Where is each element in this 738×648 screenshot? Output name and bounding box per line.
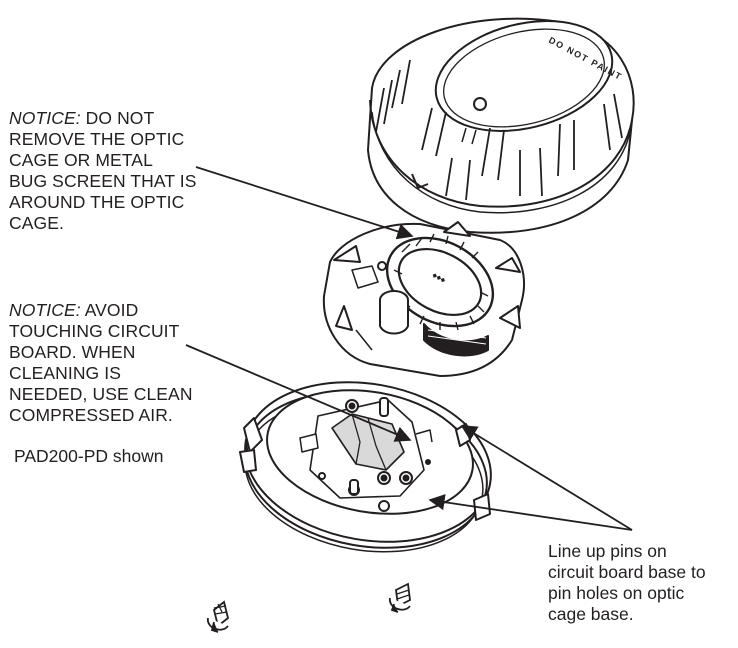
notice-label: NOTICE:: [9, 108, 81, 128]
notice-text: DO NOT REMOVE THE OPTIC CAGE OR METAL BU…: [9, 108, 197, 233]
optic-cage-base: ◆◆◆: [322, 221, 525, 377]
leader-arrows: [185, 166, 633, 531]
circuit-board-base: [239, 381, 492, 553]
notice-optic-cage: NOTICE: DO NOT REMOVE THE OPTIC CAGE OR …: [9, 108, 229, 234]
arrow-circuit-board: [185, 344, 412, 442]
arrow-pin-hole-lower: [428, 494, 633, 531]
pin-alignment-instruction: Line up pins on circuit board base to pi…: [548, 541, 706, 624]
notice-text: AVOID TOUCHING CIRCUIT BOARD. WHEN CLEAN…: [9, 300, 193, 425]
model-caption: PAD200-PD shown: [14, 446, 164, 466]
svg-text:◆◆◆: ◆◆◆: [431, 272, 446, 284]
screw-left: [207, 600, 230, 633]
arrow-bug-screen: [195, 166, 414, 240]
screw-right: [389, 582, 411, 613]
notice-circuit-board: NOTICE: AVOID TOUCHING CIRCUIT BOARD. WH…: [9, 300, 229, 426]
detector-cover: [367, 17, 635, 234]
arrow-pin-hole-upper: [460, 425, 633, 531]
notice-label: NOTICE:: [9, 300, 81, 320]
